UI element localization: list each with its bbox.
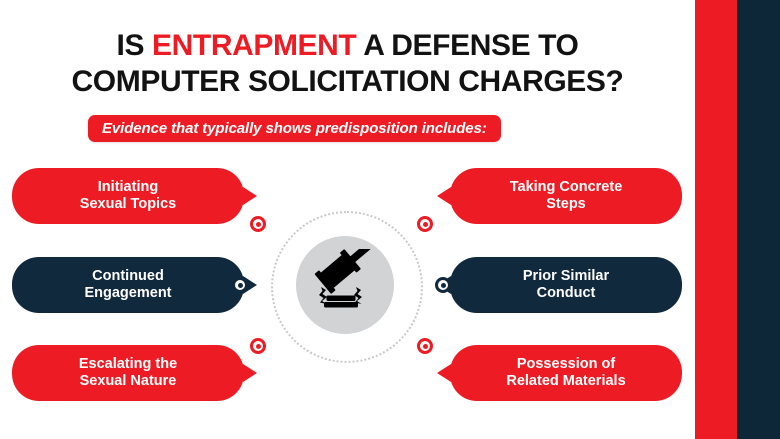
callout-label-line-2: Conduct [536, 285, 596, 301]
callout-label-line-1: Taking Concrete [509, 179, 623, 195]
callout-initiating-sexual-topics[interactable]: Initiating Sexual Topics [12, 168, 257, 224]
connector-dot-core [237, 282, 243, 288]
callout-label-line-2: Related Materials [506, 373, 626, 389]
bubble-tail [437, 364, 451, 382]
title-keyword-entrapment: ENTRAPMENT [152, 29, 357, 62]
connector-dot-top-left [250, 216, 266, 232]
bubble-tail [243, 187, 257, 205]
connector-dot-core [422, 221, 428, 227]
title-line-1: IS ENTRAPMENT A DEFENSE TO [0, 28, 695, 64]
callout-label-line-1: Prior Similar [522, 268, 610, 284]
connector-dot-bottom-left [250, 338, 266, 354]
connector-dot-core [440, 282, 446, 288]
callout-label-line-2: Engagement [84, 285, 172, 301]
subtitle-text: Evidence that typically shows predisposi… [102, 120, 487, 137]
title-line-1-post: A DEFENSE TO [356, 29, 579, 62]
title-line-2: COMPUTER SOLICITATION CHARGES? [71, 65, 624, 98]
callout-label-line-1: Possession of [516, 356, 616, 372]
bubble-tail [437, 187, 451, 205]
connector-dot-core [422, 343, 428, 349]
callout-prior-similar-conduct[interactable]: Prior Similar Conduct [437, 257, 682, 313]
callout-possession-of-related-materials[interactable]: Possession of Related Materials [437, 345, 682, 401]
callout-label-line-2: Steps [546, 196, 586, 212]
connector-dot-bottom-right [417, 338, 433, 354]
callout-label-line-2: Sexual Nature [79, 373, 177, 389]
gavel-icon [314, 249, 373, 308]
callout-label-line-1: Continued [92, 268, 164, 284]
connector-dot-middle-right [435, 277, 451, 293]
connector-dot-core [255, 221, 261, 227]
connector-dot-middle-left [232, 277, 248, 293]
right-edge-navy-stripe [737, 0, 780, 439]
callout-label-line-1: Escalating the [78, 356, 178, 372]
right-edge-red-stripe [695, 0, 737, 439]
title-line-1-pre: IS [116, 29, 153, 62]
callout-continued-engagement[interactable]: Continued Engagement [12, 257, 257, 313]
dotted-connector-ring [271, 211, 423, 363]
callout-taking-concrete-steps[interactable]: Taking Concrete Steps [437, 168, 682, 224]
connector-dot-core [255, 343, 261, 349]
subtitle-banner: Evidence that typically shows predisposi… [88, 115, 501, 142]
bubble-tail [243, 364, 257, 382]
page-title: IS ENTRAPMENT A DEFENSE TO COMPUTER SOLI… [0, 28, 695, 100]
connector-dot-top-right [417, 216, 433, 232]
callout-escalating-the-sexual-nature[interactable]: Escalating the Sexual Nature [12, 345, 257, 401]
callout-label-line-2: Sexual Topics [79, 196, 177, 212]
callout-label-line-1: Initiating [97, 179, 159, 195]
